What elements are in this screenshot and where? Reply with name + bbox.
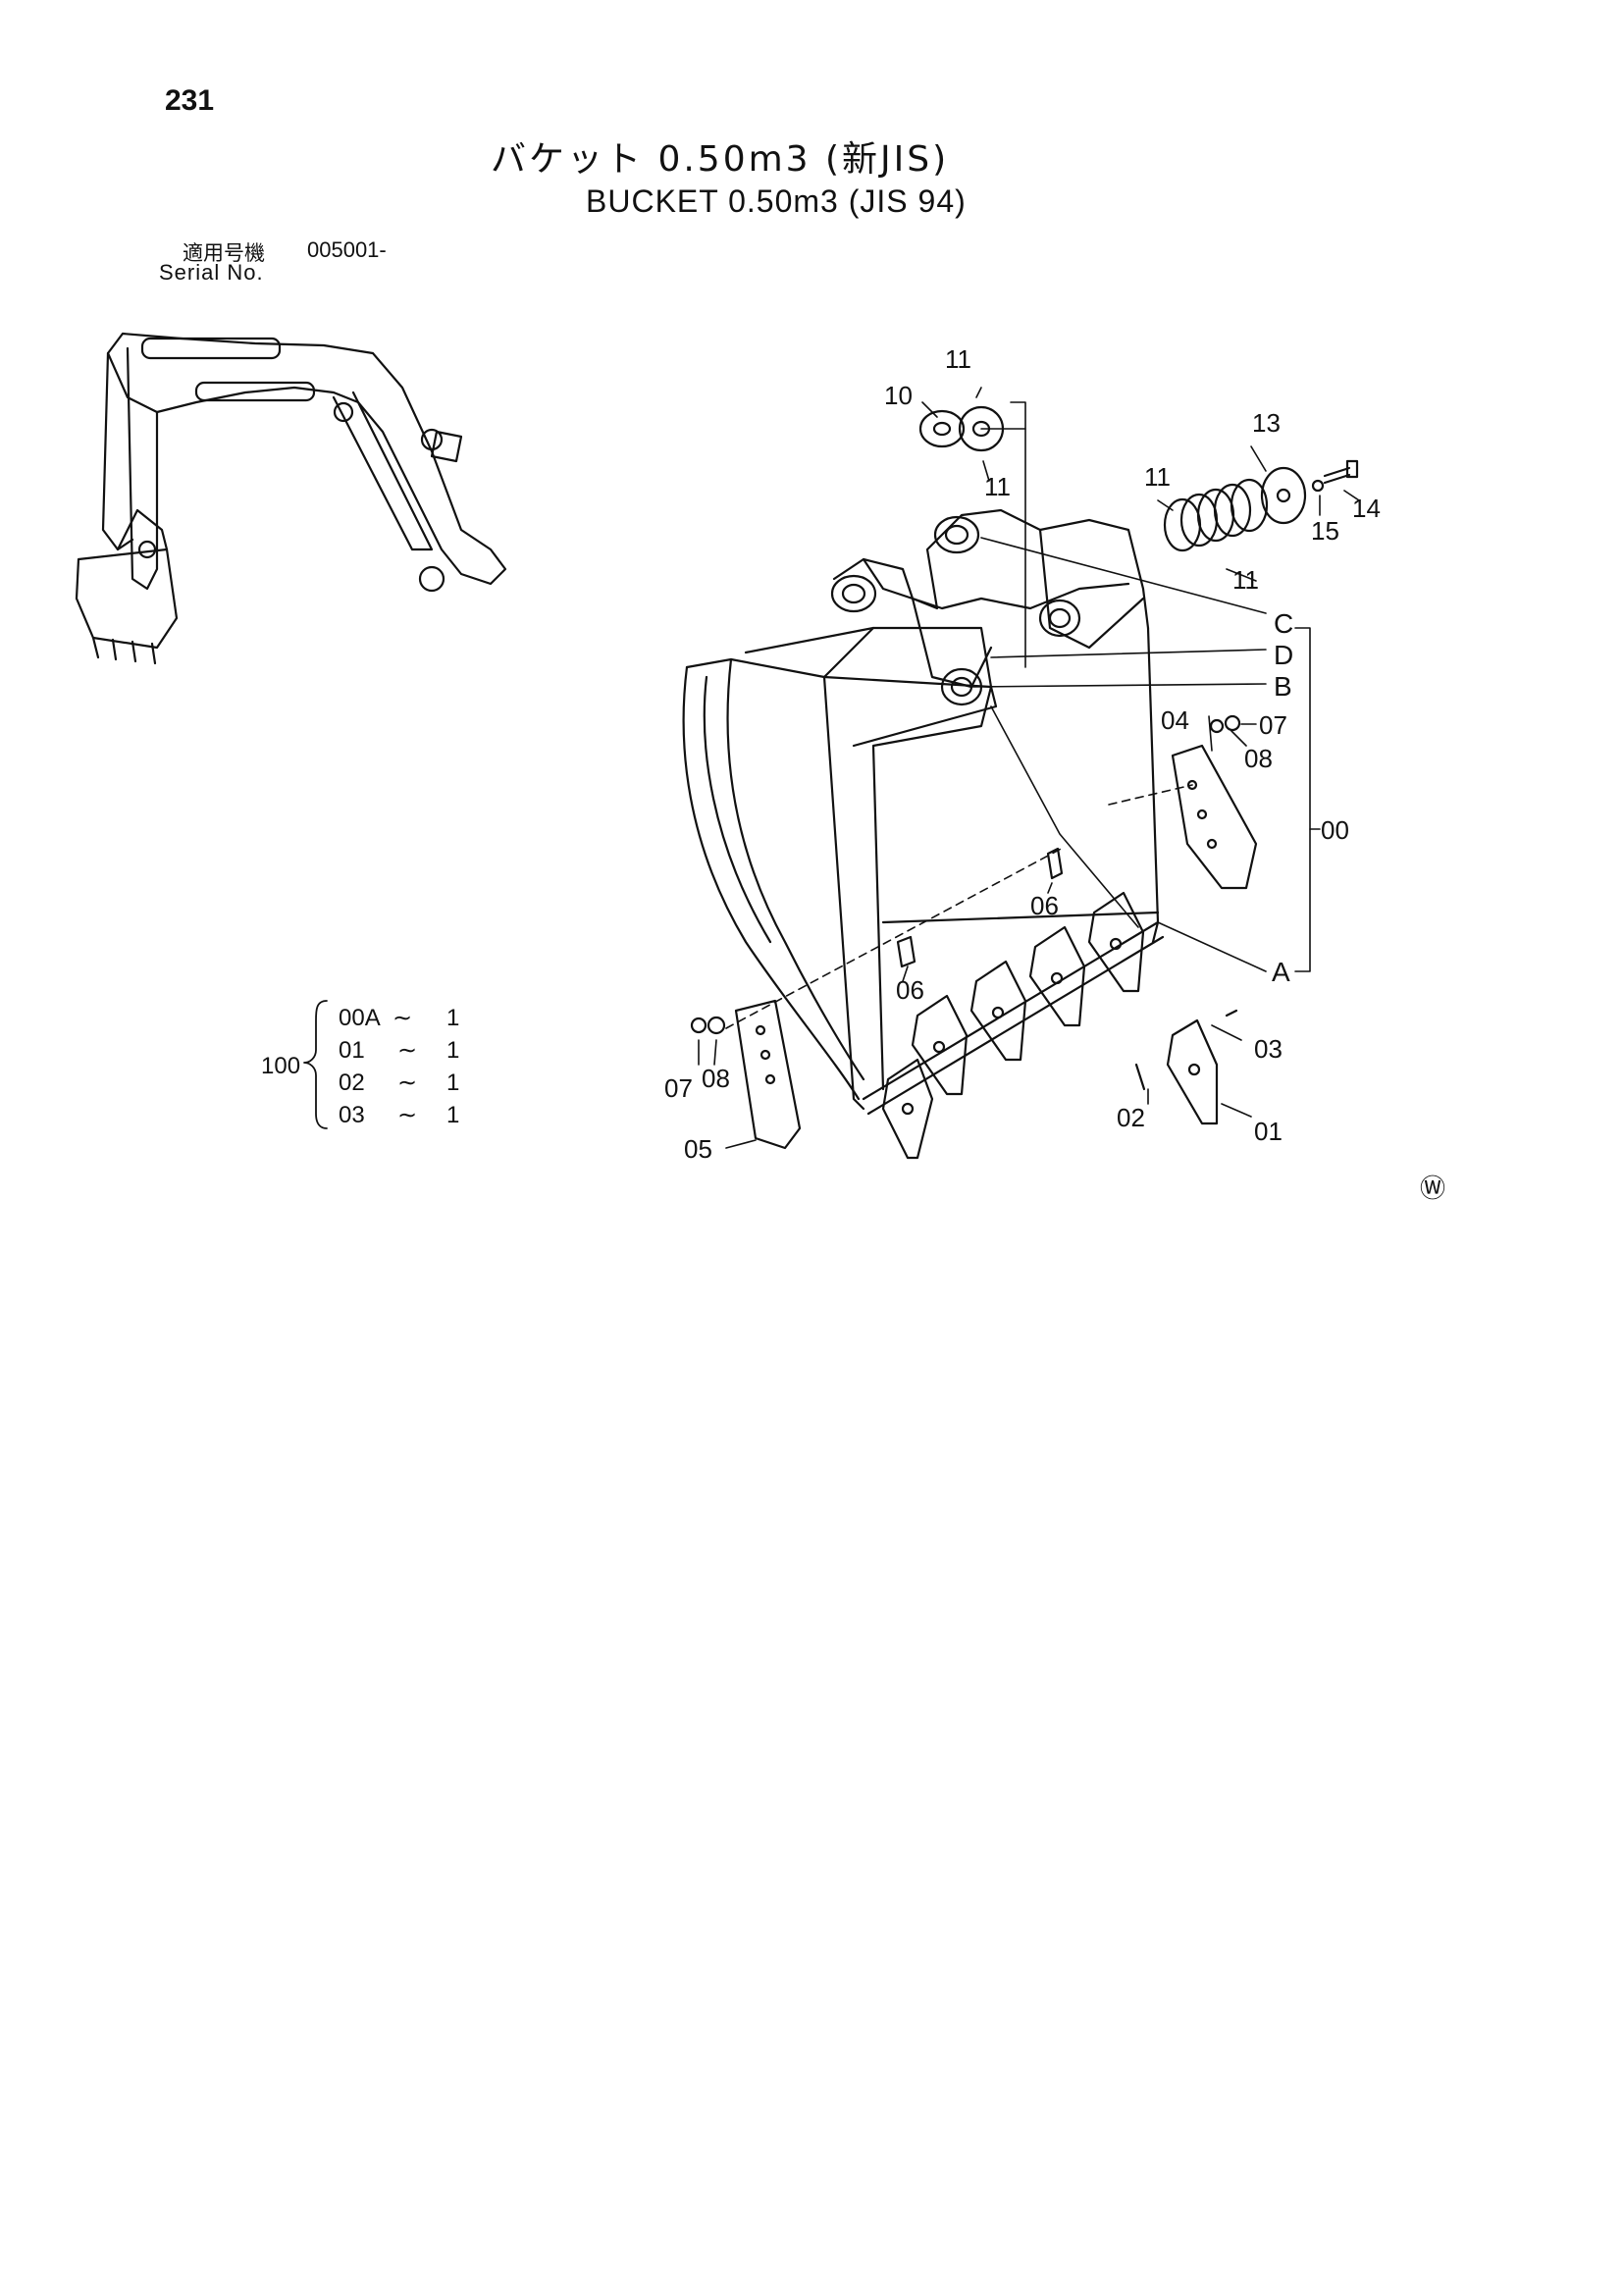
kit-row-1-qty: 1	[446, 1005, 459, 1031]
title-english: BUCKET 0.50m3 (JIS 94)	[586, 183, 967, 219]
svg-text:∼: ∼	[397, 1037, 417, 1064]
serial-label-japanese: 適用号機	[183, 241, 265, 265]
callout-00: 00	[1321, 815, 1349, 845]
callout-11-top: 11	[945, 344, 971, 374]
callout-11-lower: 11	[984, 472, 1011, 501]
callout-13: 13	[1252, 408, 1281, 438]
kit-brace	[303, 1000, 328, 1129]
callout-06-left: 06	[896, 975, 924, 1005]
svg-text:∼: ∼	[393, 1005, 412, 1031]
callout-A: A	[1272, 957, 1290, 987]
callout-15: 15	[1311, 516, 1339, 546]
callout-03: 03	[1254, 1034, 1283, 1064]
bucket-body	[682, 508, 1165, 1116]
callout-05: 05	[684, 1134, 712, 1164]
title-japanese: バケット 0.50m3 (新JIS)	[491, 139, 950, 180]
callout-08-right: 08	[1244, 744, 1273, 773]
callout-06-right: 06	[1030, 891, 1059, 920]
kit-composition: 100 00A ∼ 1 01 ∼ 1 02 ∼ 1 03 ∼ 1	[261, 1005, 459, 1128]
svg-text:∼: ∼	[397, 1102, 417, 1128]
bucket-teeth	[881, 891, 1219, 1160]
hardware	[690, 405, 1359, 1091]
kit-row-3-qty: 1	[446, 1070, 459, 1096]
kit-row-4-part: 03	[339, 1102, 365, 1128]
callout-02: 02	[1117, 1103, 1145, 1132]
kit-assembly-number: 100	[261, 1053, 300, 1079]
circled-w-mark: Ⓦ	[1420, 1174, 1445, 1204]
serial-label-english: Serial No.	[159, 260, 264, 285]
leader-lines	[698, 387, 1360, 1149]
callout-14: 14	[1352, 494, 1381, 523]
excavator-arm-illustration	[75, 332, 507, 665]
callout-10: 10	[884, 381, 913, 410]
kit-row-4-qty: 1	[446, 1102, 459, 1128]
side-cutter-left	[734, 999, 802, 1150]
callout-08-left: 08	[702, 1064, 730, 1093]
kit-row-3-part: 02	[339, 1070, 365, 1096]
callout-04: 04	[1161, 705, 1189, 735]
callout-07-right: 07	[1259, 710, 1287, 740]
page-number: 231	[165, 84, 215, 117]
kit-row-2-part: 01	[339, 1037, 365, 1064]
callout-labels: 11 10 11 13 14 15 11 11 C D B A 00 04 07…	[664, 344, 1381, 1164]
callout-C: C	[1274, 608, 1293, 639]
callout-11-shims: 11	[1144, 462, 1171, 492]
kit-row-1-part: 00A	[339, 1005, 381, 1031]
side-cutter-right	[1171, 744, 1258, 890]
svg-text:∼: ∼	[397, 1070, 417, 1096]
serial-value: 005001-	[307, 237, 387, 262]
callout-01: 01	[1254, 1117, 1283, 1146]
callout-07-left: 07	[664, 1073, 693, 1103]
callout-D: D	[1274, 640, 1293, 670]
kit-row-2-qty: 1	[446, 1037, 459, 1064]
callout-B: B	[1274, 671, 1292, 702]
callout-11-right: 11	[1232, 565, 1259, 595]
